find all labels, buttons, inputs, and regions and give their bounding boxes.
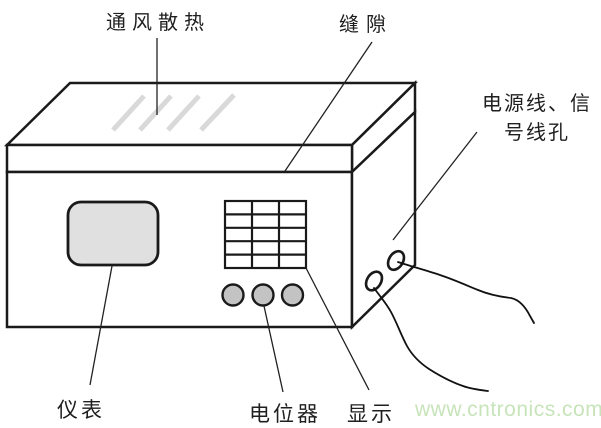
label-display: 显示	[347, 402, 395, 426]
label-ventilation: 通风散热	[106, 12, 210, 34]
display-grid-frame	[223, 199, 308, 270]
label-cable-holes-line1: 电源线、信	[482, 93, 592, 115]
leader-meter	[89, 265, 113, 386]
potentiometer-knobs	[221, 283, 305, 307]
label-cable-holes: 电源线、信 号线孔	[462, 90, 601, 148]
label-gap: 缝隙	[339, 14, 393, 36]
leader-gap	[284, 41, 373, 172]
vent-slot	[138, 94, 173, 132]
label-meter: 仪表	[57, 398, 105, 422]
display-grid	[223, 199, 308, 270]
potentiometer-knob	[280, 283, 305, 307]
leader-lines	[89, 38, 478, 393]
vent-slot	[199, 93, 236, 132]
potentiometer-knob	[251, 283, 275, 307]
signal-cable-wire	[373, 287, 489, 392]
leader-potentiometer	[263, 305, 284, 393]
watermark-text: www.cntronics.com	[415, 398, 601, 421]
label-cable-holes-line2: 号线孔	[504, 122, 570, 144]
cables	[373, 261, 535, 392]
power-cable-wire	[397, 261, 535, 324]
vent-slot	[111, 94, 146, 132]
vent-slot	[166, 94, 201, 132]
enclosure-right-face	[350, 109, 417, 330]
leader-display	[305, 267, 370, 391]
label-potentiometer: 电位器	[249, 402, 321, 426]
enclosure-top-face	[3, 81, 419, 147]
ventilation-slots	[111, 93, 236, 132]
potentiometer-knob	[221, 283, 245, 307]
meter-window	[66, 200, 160, 267]
cable-holes	[364, 249, 406, 292]
leader-cable-holes	[392, 131, 478, 241]
cable-hole	[364, 270, 384, 292]
